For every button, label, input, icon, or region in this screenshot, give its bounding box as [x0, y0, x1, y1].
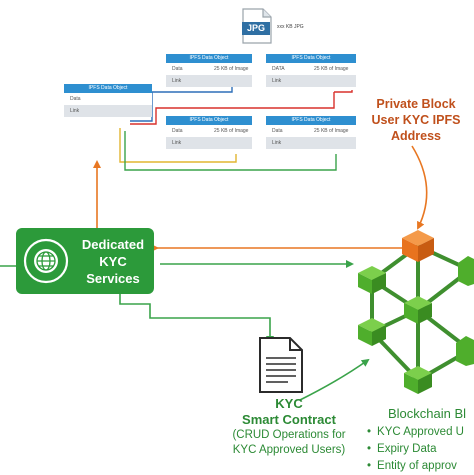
private-block-line3: Address: [390, 129, 442, 143]
link-line-red-to-private-block: [334, 90, 353, 93]
private-block-label: Private Block User KYC IPFS Address: [358, 96, 474, 144]
arrow-private-block-to-blockchain: [411, 145, 428, 230]
smart-contract-subtitle: (CRUD Operations for KYC Approved Users): [218, 428, 360, 458]
private-block-line2: User KYC IPFS: [371, 113, 461, 127]
kyc-services-line3: Services: [86, 271, 140, 286]
blockchain-title: Blockchain Bl: [388, 406, 467, 421]
ipfs-link-row: Link: [266, 75, 356, 87]
node-cube-right: [456, 256, 474, 366]
ipfs-data-row: Data: [64, 93, 152, 105]
node-cube-bottom: [404, 366, 432, 394]
ipfs-link-lines: [119, 84, 353, 171]
ipfs-link-label: Link: [172, 78, 182, 84]
ipfs-data-label: DATA: [272, 66, 285, 72]
ipfs-data-row: Data 25 KB of Image: [166, 63, 252, 75]
ipfs-data-object-bottom-right: IPFS Data Object Data 25 KB of Image Lin…: [266, 116, 356, 149]
node-cube-left: [358, 266, 386, 294]
smart-contract-line3: (CRUD Operations for: [232, 429, 346, 441]
kyc-services-label: Dedicated KYC Services: [74, 236, 152, 287]
smart-contract-line4: KYC Approved Users): [232, 444, 346, 456]
ipfs-table-header: IPFS Data Object: [166, 54, 252, 63]
ipfs-link-row: Link: [166, 137, 252, 149]
ipfs-link-row: Link: [266, 137, 356, 149]
ipfs-link-row: Link: [64, 105, 152, 117]
ipfs-data-object-top-left: IPFS Data Object Data 25 KB of Image Lin…: [166, 54, 252, 87]
ipfs-data-label: Data: [172, 66, 183, 72]
jpg-badge: JPG: [242, 22, 270, 35]
ipfs-data-value: 25 KB of Image: [214, 128, 249, 134]
ipfs-data-value: 25 KB of Image: [314, 128, 349, 134]
blockchain-item-list: KYC Approved U Expiry Data Entity of app…: [367, 424, 464, 475]
smart-contract-line1: KYC: [275, 396, 303, 411]
ipfs-data-row: Data 25 KB of Image: [266, 125, 356, 137]
ipfs-table-header: IPFS Data Object: [266, 54, 356, 63]
link-line-blue: [130, 84, 233, 122]
smart-contract-title: KYC Smart Contract: [230, 396, 348, 428]
ipfs-data-label: Data: [272, 128, 283, 134]
link-line-yellow: [119, 128, 237, 163]
ipfs-link-label: Link: [172, 140, 182, 146]
ipfs-data-object-top-right: IPFS Data Object DATA 25 KB of Image Lin…: [266, 54, 356, 87]
node-cube-center: [404, 296, 432, 324]
globe-icon: [23, 238, 69, 284]
smart-contract-line2: Smart Contract: [242, 412, 336, 427]
ipfs-data-object-bottom-left: IPFS Data Object Data 25 KB of Image Lin…: [166, 116, 252, 149]
ipfs-data-value: 25 KB of Image: [214, 66, 249, 72]
link-line-red: [130, 92, 335, 125]
ipfs-link-label: Link: [272, 140, 282, 146]
document-icon: [259, 337, 303, 393]
kyc-services-box: [16, 228, 154, 294]
ipfs-table-header: IPFS Data Object: [166, 116, 252, 125]
ipfs-link-label: Link: [70, 108, 80, 114]
private-block-line1: Private Block: [376, 97, 456, 111]
ipfs-data-label: Data: [70, 96, 81, 102]
ipfs-data-label: Data: [172, 128, 183, 134]
node-cube-lower-left: [358, 318, 386, 346]
jpg-filename: xxx KB JPG: [277, 24, 304, 30]
node-cube-top: [402, 230, 434, 262]
ipfs-link-row: Link: [166, 75, 252, 87]
ipfs-table-header: IPFS Data Object: [266, 116, 356, 125]
ipfs-link-label: Link: [272, 78, 282, 84]
ipfs-data-row: Data 25 KB of Image: [166, 125, 252, 137]
blockchain-item: Entity of approv: [367, 458, 464, 475]
kyc-services-line2: KYC: [99, 254, 127, 269]
arrow-kyc-to-smart-contract: [119, 294, 274, 344]
blockchain-network-icon: [358, 230, 474, 394]
ipfs-table-header: IPFS Data Object: [64, 84, 152, 93]
arrow-smart-contract-to-blockchain: [299, 358, 370, 401]
kyc-services-line1: Dedicated: [81, 237, 145, 252]
ipfs-data-row: DATA 25 KB of Image: [266, 63, 356, 75]
blockchain-item: KYC Approved U: [367, 424, 464, 441]
ipfs-data-value: 25 KB of Image: [314, 66, 349, 72]
ipfs-data-object-main: IPFS Data Object Data Link: [64, 84, 152, 117]
link-line-green: [124, 131, 337, 171]
blockchain-item: Expiry Data: [367, 441, 464, 458]
